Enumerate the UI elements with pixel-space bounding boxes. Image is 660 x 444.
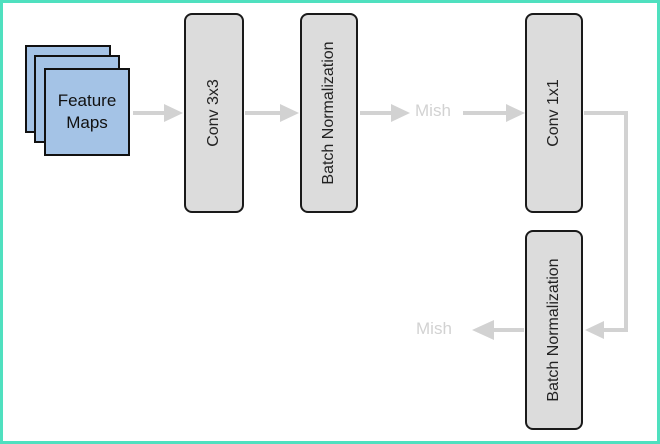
batch-norm-2-label: Batch Normalization [545,258,562,402]
arrowhead-conv1x1 [506,104,525,122]
arrowhead-batchnorm [280,104,299,122]
feature-maps-label: Feature Maps [57,91,117,132]
feature-map-layer-front [44,68,130,156]
arrowhead-mish [391,104,410,122]
arrowhead-batchnorm-2 [585,321,604,339]
batch-norm-block-1: Batch Normalization [300,13,358,213]
arrowhead-conv3x3 [164,104,183,122]
conv1x1-block: Conv 1x1 [525,13,583,213]
arrow-conv1x1-to-batchnorm [584,111,628,332]
batch-norm-1-label: Batch Normalization [320,41,337,185]
conv3x3-block: Conv 3x3 [184,13,244,213]
batch-norm-block-2: Batch Normalization [525,230,583,430]
mish-activation-1: Mish [415,101,451,120]
conv1x1-label: Conv 1x1 [545,79,562,147]
arrowhead-mish-out [472,320,494,340]
mish-activation-2: Mish [416,319,452,338]
conv3x3-label: Conv 3x3 [205,79,222,147]
